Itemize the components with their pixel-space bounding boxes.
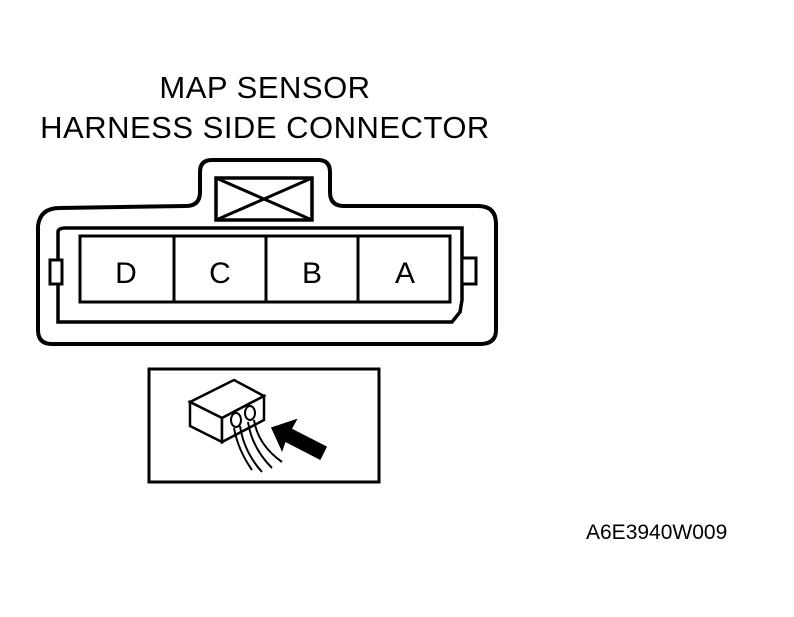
- title-line-1: MAP SENSOR: [159, 70, 371, 105]
- connector-inner-cavity: [56, 226, 464, 324]
- pin-cell-a: [356, 234, 452, 304]
- locking-tab: [214, 176, 314, 222]
- figure-code: A6E3940W009: [586, 521, 728, 544]
- pin-cells: [78, 234, 452, 304]
- inset-view-box: [147, 367, 381, 484]
- pin-label-d: D: [115, 257, 137, 290]
- connector-housing: [36, 158, 498, 346]
- inset-connector-illustration: [187, 378, 283, 473]
- pin-label-c: C: [209, 257, 231, 290]
- pin-label-a: A: [395, 257, 415, 290]
- view-direction-arrow-icon: [270, 418, 328, 461]
- pin-label-b: B: [302, 257, 322, 290]
- left-latch: [48, 258, 64, 286]
- title-line-2: HARNESS SIDE CONNECTOR: [40, 110, 490, 145]
- right-latch: [460, 256, 478, 286]
